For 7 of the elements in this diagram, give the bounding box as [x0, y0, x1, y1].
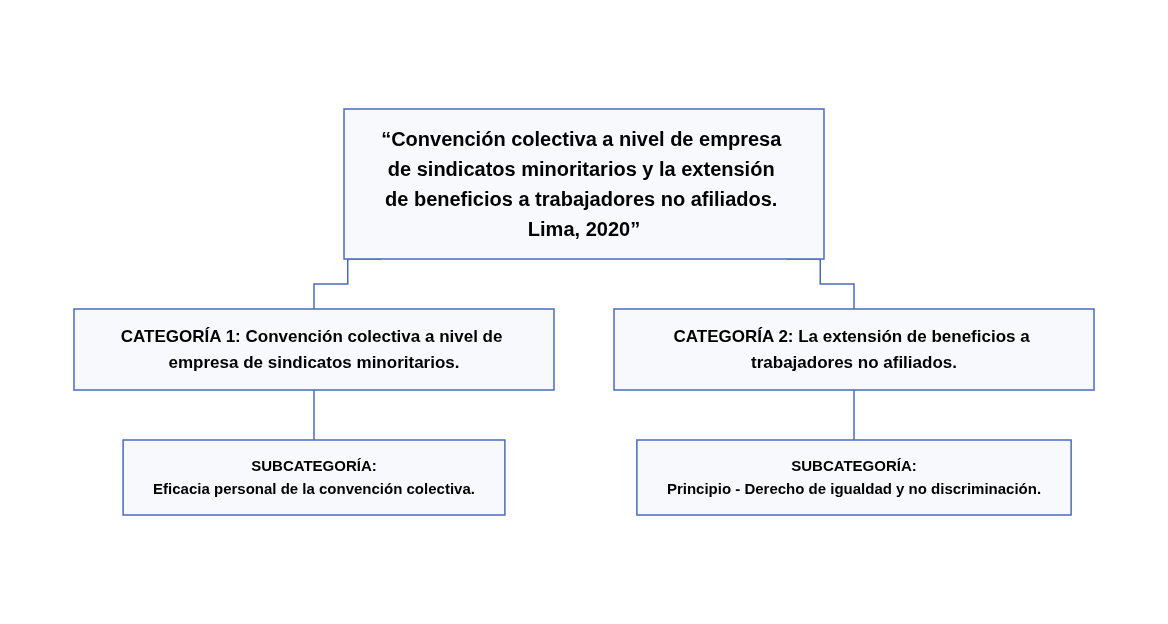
- connector: [853, 389, 855, 441]
- connector: [313, 389, 315, 441]
- node-box: SUBCATEGORÍA: Principio - Derecho de igualdad y no discriminación.: [636, 439, 1072, 516]
- node-box: SUBCATEGORÍA: Eficacia personal de la convención colectiva.: [122, 439, 506, 516]
- node-box: “Convención colectiva a nivel de empresa de sindicatos minoritarios y la extensión de beneficios a trabajadores no afiliados. Lima, 2020”: [343, 108, 825, 260]
- node-box: CATEGORÍA 1: Convención colectiva a nivel de empresa de sindicatos minoritarios.: [73, 308, 555, 391]
- node-box: CATEGORÍA 2: La extensión de beneficios a trabajadores no afiliados.: [613, 308, 1095, 391]
